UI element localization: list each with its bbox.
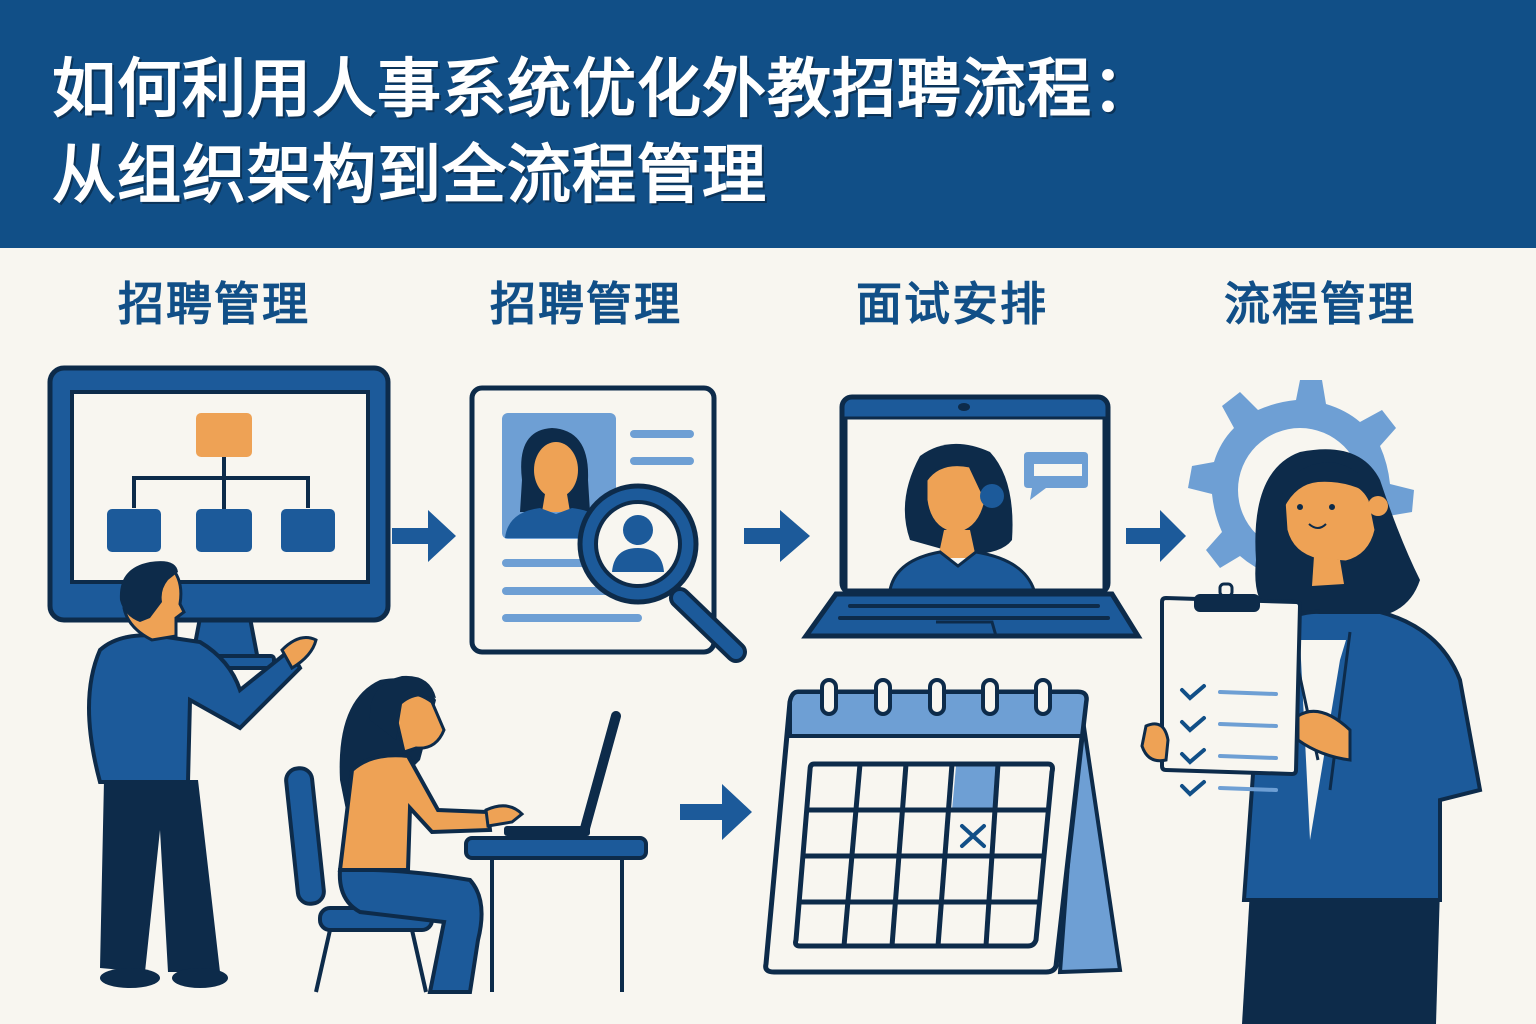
title-banner: 如何利用人事系统优化外教招聘流程： 从组织架构到全流程管理 xyxy=(0,0,1536,248)
resume-search-icon xyxy=(469,385,747,663)
calendar-icon xyxy=(763,678,1123,975)
page-title-line-1: 如何利用人事系统优化外教招聘流程： xyxy=(52,53,1157,127)
arrow-right-icon xyxy=(680,784,752,840)
arrow-right-icon xyxy=(392,510,456,562)
step-label-1: 招聘管理 xyxy=(118,277,310,331)
arrow-right-icon xyxy=(744,510,810,562)
step-label-4: 流程管理 xyxy=(1224,277,1416,331)
video-interview-laptop-icon xyxy=(801,394,1143,639)
woman-typing-illustration xyxy=(284,675,648,994)
woman-with-clipboard-illustration xyxy=(1140,449,1483,1024)
man-presenting-illustration xyxy=(87,561,318,988)
marked-day-x-icon xyxy=(960,824,986,848)
step-label-3: 面试安排 xyxy=(856,277,1048,331)
step-label-2: 招聘管理 xyxy=(490,277,682,331)
page-title-line-2: 从组织架构到全流程管理 xyxy=(52,139,767,213)
arrow-right-icon xyxy=(1126,510,1186,562)
org-chart-monitor-icon xyxy=(47,365,391,670)
